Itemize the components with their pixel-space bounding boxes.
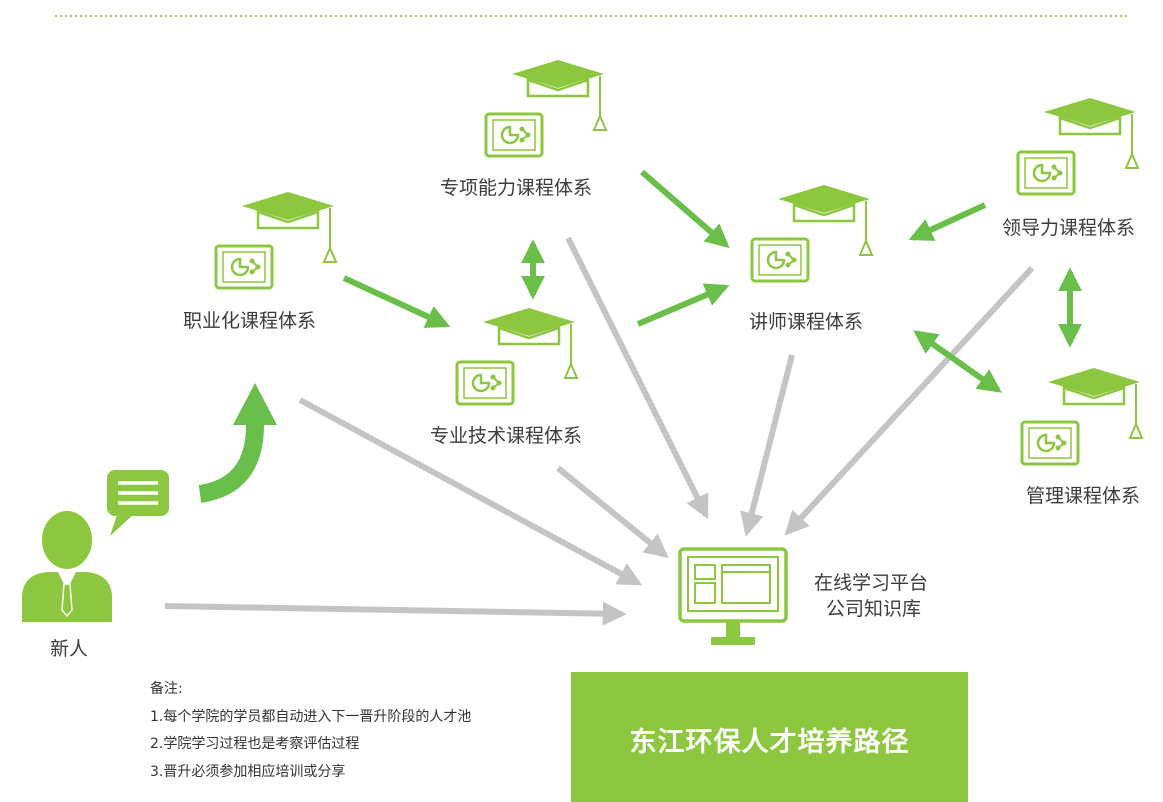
node-label-technical: 专业技术课程体系 <box>430 425 583 447</box>
node-label-professional: 职业化课程体系 <box>183 310 317 332</box>
platform-label-line2: 公司知识库 <box>826 598 922 620</box>
course-icon-technical <box>455 306 579 406</box>
gray-arrows <box>164 236 1035 626</box>
node-label-special-ability: 专项能力课程体系 <box>440 177 593 199</box>
notes-block: 备注: 1.每个学院的学员都自动进入下一晋升阶段的人才池 2.学院学习过程也是考… <box>150 676 471 786</box>
node-label-newcomer: 新人 <box>50 638 89 660</box>
notes-item: 3.晋升必须参加相应培训或分享 <box>150 763 346 780</box>
course-icon-management <box>1020 366 1144 466</box>
notes-item: 2.学院学习过程也是考察评估过程 <box>150 736 360 752</box>
page-title: 东江环保人才培养路径 <box>629 727 910 758</box>
course-icon-lecturer <box>750 183 874 283</box>
node-label-leadership: 领导力课程体系 <box>1002 217 1136 239</box>
speech-bubble-icon <box>107 470 169 536</box>
node-label-management: 管理课程体系 <box>1026 485 1141 507</box>
notes-item: 1.每个学院的学员都自动进入下一晋升阶段的人才池 <box>150 708 472 725</box>
course-icon-special-ability <box>484 58 608 158</box>
computer-monitor-icon <box>678 547 788 645</box>
green-arrows <box>342 169 1082 393</box>
node-label-lecturer: 讲师课程体系 <box>749 311 864 333</box>
course-icon-leadership <box>1016 96 1140 196</box>
platform-label-line1: 在线学习平台 <box>814 572 929 594</box>
course-icon-professional <box>214 190 338 290</box>
notes-heading: 备注: <box>150 681 183 697</box>
growth-arrow <box>198 383 277 503</box>
person-icon <box>22 511 112 622</box>
title-banner: 东江环保人才培养路径 <box>571 672 968 802</box>
